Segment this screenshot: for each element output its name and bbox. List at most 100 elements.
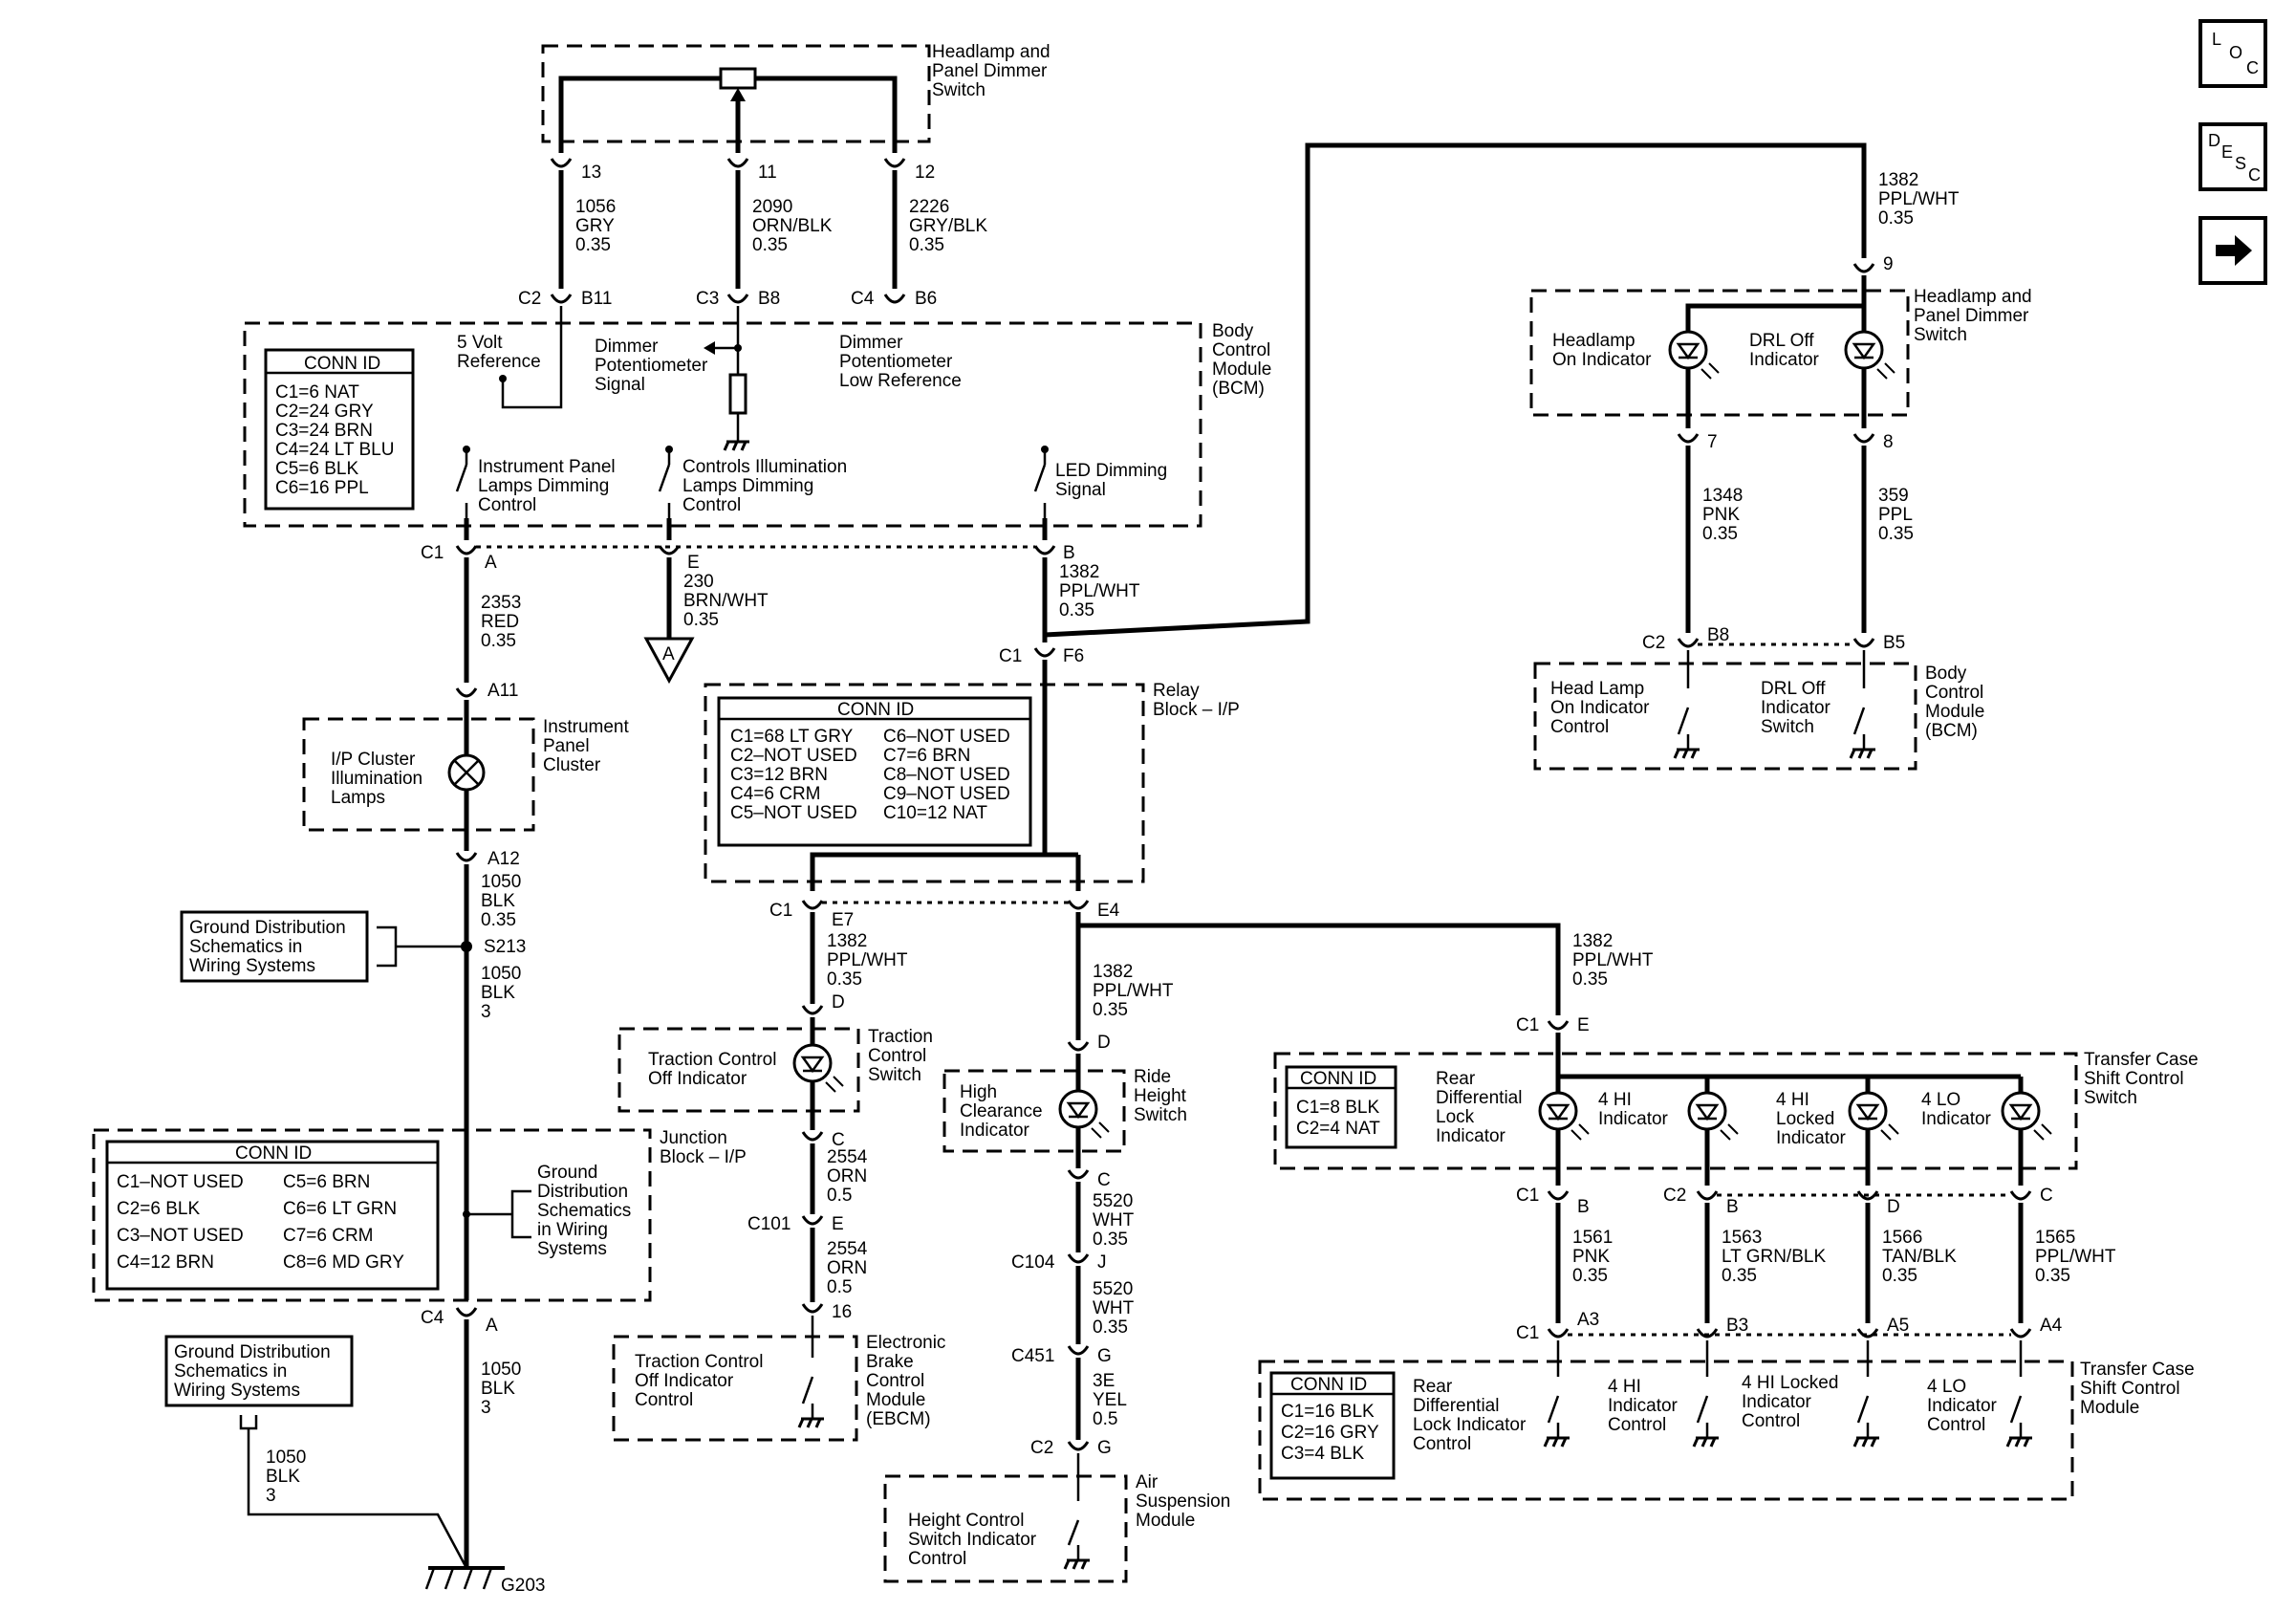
label-components-traction-switch-2: Switch (868, 1065, 921, 1085)
label-nav-loc-0: L (2212, 31, 2221, 48)
next-button[interactable] (2199, 216, 2267, 285)
label-conn-tables-tc-switch-rows-0: C1=8 BLK (1296, 1098, 1379, 1118)
label-wires-w5520-a-0: 5520 (1093, 1191, 1133, 1211)
label-components-tc-switch-0: Transfer Case (2084, 1050, 2199, 1070)
potentiometer-resistor (721, 69, 755, 88)
label-internal-labels-led-dimming-0: LED Dimming (1055, 461, 1167, 481)
label-conn-tables-junction-left-2: C3–NOT USED (117, 1226, 244, 1246)
label-wires-w359-2: 0.35 (1878, 524, 1914, 544)
label-conn-tables-relay-right-0: C6–NOT USED (883, 727, 1010, 747)
label-pins-c101: C101 (747, 1214, 791, 1234)
label-nav-desc-2: S (2235, 155, 2246, 172)
label-components-air-susp-0: Air (1136, 1472, 1159, 1492)
label-internal-labels-rear-diff-lock-ctrl-3: Control (1413, 1434, 1471, 1454)
label-wires-w1561-1: PNK (1572, 1247, 1610, 1267)
label-components-tc-module-2: Module (2080, 1398, 2139, 1418)
label-internal-labels-rear-diff-lock-ind-0: Rear (1436, 1069, 1476, 1089)
label-pins-pd1: D (832, 992, 845, 1012)
label-internal-labels-five-volt-ref-1: Reference (457, 352, 541, 372)
label-internal-labels-drl-off-ind-0: DRL Off (1749, 331, 1814, 351)
label-internal-labels-controls-illum-1: Lamps Dimming (682, 476, 813, 496)
label-nav-loc-2: C (2246, 59, 2259, 76)
label-wires-w1050-c-0: 1050 (481, 1360, 521, 1380)
label-conn-tables-bcm-title: CONN ID (304, 354, 380, 374)
label-internal-labels-five-volt-ref-0: 5 Volt (457, 333, 503, 353)
label-components-bcm-top-2: Module (1212, 359, 1271, 380)
label-wires-w2554-b-2: 0.5 (827, 1277, 852, 1297)
label-components-dimmer-switch-1: Panel Dimmer (932, 61, 1048, 81)
label-internal-labels-four-lo-ind-1: Indicator (1921, 1109, 1992, 1129)
label-pins-c1f: C1 (999, 646, 1022, 666)
label-conn-tables-relay-right-3: C9–NOT USED (883, 784, 1010, 804)
loc-button[interactable]: L O C (2199, 19, 2267, 88)
label-wires-w1382-e7-1: PPL/WHT (827, 950, 908, 970)
label-internal-labels-four-hi-locked-ind-0: 4 HI (1776, 1090, 1809, 1110)
label-wires-w230-0: 230 (683, 572, 714, 592)
label-wires-w1382-e4-0: 1382 (1093, 962, 1133, 982)
label-pins-pbb: B (1577, 1197, 1590, 1217)
label-components-relay-block-1: Block – I/P (1153, 700, 1240, 720)
label-components-ipc-1: Panel (543, 736, 590, 756)
label-internal-labels-dimmer-pot-signal-0: Dimmer (595, 337, 659, 357)
label-internal-labels-drl-off-switch-0: DRL Off (1761, 679, 1826, 699)
label-wires-w1050-b-0: 1050 (481, 964, 521, 984)
label-pins-p12: 12 (915, 163, 935, 183)
label-internal-labels-four-lo-ind-0: 4 LO (1921, 1090, 1960, 1110)
label-conn-tables-junction-left-1: C2=6 BLK (117, 1199, 200, 1219)
label-pins-e7: E7 (832, 910, 854, 930)
label-internal-labels-four-hi-locked-ctrl-2: Control (1742, 1411, 1800, 1431)
label-pins-e4: E4 (1097, 901, 1120, 921)
label-wires-w1050-c-2: 3 (481, 1398, 491, 1418)
label-nav-loc-1: O (2229, 44, 2242, 61)
label-components-ride-height-switch-0: Ride (1134, 1067, 1171, 1087)
label-wires-w1565-0: 1565 (2035, 1228, 2075, 1248)
label-wires-w2226-1: GRY/BLK (909, 216, 987, 236)
label-internal-labels-ip-cluster-lamps-2: Lamps (331, 788, 385, 808)
label-ground-refs-gd1-2: Wiring Systems (189, 956, 315, 976)
label-wires-w2090-1: ORN/BLK (752, 216, 833, 236)
label-pins-g203: G203 (501, 1576, 545, 1596)
label-conn-tables-bcm-rows-0: C1=6 NAT (275, 382, 359, 403)
label-conn-tables-tc-module-rows-0: C1=16 BLK (1281, 1402, 1375, 1422)
label-wires-w1382-e4-2: 0.35 (1093, 1000, 1128, 1020)
desc-button[interactable]: D E S C (2199, 122, 2267, 191)
label-conn-tables-relay-title: CONN ID (837, 700, 914, 720)
label-wires-w1382-tc-1: PPL/WHT (1572, 950, 1654, 970)
label-nav-desc-0: D (2208, 132, 2220, 149)
label-internal-labels-four-hi-ctrl-0: 4 HI (1608, 1377, 1641, 1397)
label-pins-a4: A4 (2040, 1316, 2063, 1336)
label-wires-w1050-d-0: 1050 (266, 1448, 306, 1468)
label-wires-w1056-2: 0.35 (575, 235, 611, 255)
label-wires-w1050-d-2: 3 (266, 1486, 276, 1506)
label-wires-w5520-b-2: 0.35 (1093, 1317, 1128, 1338)
label-pins-p11: 11 (758, 163, 777, 183)
label-conn-tables-tc-module-rows-2: C3=4 BLK (1281, 1444, 1364, 1464)
label-internal-labels-traction-off-ctrl-2: Control (635, 1390, 693, 1410)
label-wires-w359-1: PPL (1878, 505, 1913, 525)
label-wires-w1566-1: TAN/BLK (1882, 1247, 1957, 1267)
label-wires-w2353-1: RED (481, 612, 519, 632)
headlamp-on-led-icon (1670, 332, 1719, 379)
label-pins-pa2: A (486, 1316, 498, 1336)
label-pins-pd2: D (1097, 1033, 1111, 1053)
label-conn-tables-bcm-rows-4: C5=6 BLK (275, 459, 358, 479)
label-components-traction-switch-0: Traction (868, 1027, 933, 1047)
label-pins-pe: E (687, 553, 700, 573)
label-internal-labels-height-ctrl-switch-0: Height Control (908, 1511, 1024, 1531)
label-wires-w5520-a-2: 0.35 (1093, 1230, 1128, 1250)
label-wires-w1050-a-0: 1050 (481, 872, 521, 892)
label-wires-w1382-top-2: 0.35 (1878, 208, 1914, 229)
label-wires-w1382-b-2: 0.35 (1059, 600, 1094, 620)
label-pins-b8r: B8 (1707, 625, 1729, 645)
label-pins-s213: S213 (484, 937, 526, 957)
label-pins-b3: B3 (1726, 1316, 1748, 1336)
label-components-tc-module-0: Transfer Case (2080, 1360, 2195, 1380)
label-conn-tables-junction-left-3: C4=12 BRN (117, 1252, 214, 1273)
label-wires-w1565-1: PPL/WHT (2035, 1247, 2116, 1267)
label-pins-pbb2: B (1726, 1197, 1739, 1217)
label-components-bcm-right-0: Body (1925, 664, 1967, 684)
label-pins-pa: A (485, 553, 497, 573)
label-components-tc-switch-1: Shift Control (2084, 1069, 2184, 1089)
label-pins-c1te: C1 (1516, 1015, 1539, 1035)
label-wires-w1050-d-1: BLK (266, 1467, 300, 1487)
